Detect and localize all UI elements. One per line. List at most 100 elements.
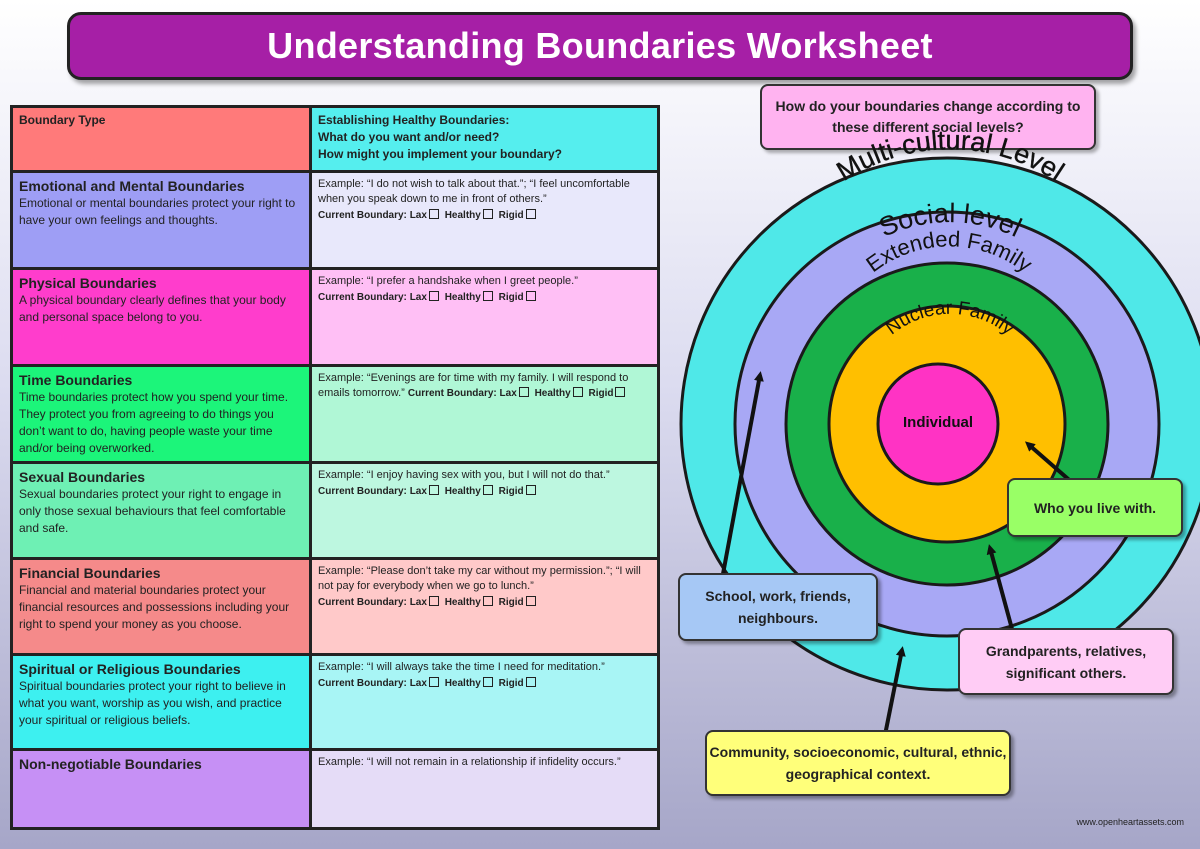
row-example: Example: “I will always take the time I … <box>318 661 605 673</box>
boundary-type-cell: Physical Boundaries A physical boundary … <box>10 267 312 367</box>
option-rigid-label: Rigid <box>498 486 524 497</box>
row-example: Example: “I enjoy having sex with you, b… <box>318 469 610 481</box>
table-row: Sexual Boundaries Sexual boundaries prot… <box>10 461 660 560</box>
current-boundary-label: Current Boundary: <box>318 678 407 689</box>
example-cell[interactable]: Example: “Evenings are for time with my … <box>309 364 660 464</box>
table-row: Time Boundaries Time boundaries protect … <box>10 364 660 464</box>
table-row: Spiritual or Religious Boundaries Spirit… <box>10 653 660 751</box>
row-description: Spiritual boundaries protect your right … <box>19 679 286 727</box>
boundary-type-cell: Sexual Boundaries Sexual boundaries prot… <box>10 461 312 560</box>
current-boundary-label: Current Boundary: <box>318 210 407 221</box>
page-title: Understanding Boundaries Worksheet <box>267 25 933 66</box>
option-lax-label: Lax <box>409 597 427 608</box>
row-description: A physical boundary clearly defines that… <box>19 293 286 324</box>
row-example: Example: “I do not wish to talk about th… <box>318 178 630 205</box>
current-boundary: Current Boundary: Lax Healthy Rigid <box>318 594 651 611</box>
current-boundary-label: Current Boundary: <box>318 486 407 497</box>
current-boundary: Current Boundary: Lax Healthy Rigid <box>318 483 651 500</box>
callout-community: Community, socioeconomic, cultural, ethn… <box>705 730 1011 796</box>
boundary-type-cell: Financial Boundaries Financial and mater… <box>10 557 312 656</box>
row-title: Sexual Boundaries <box>19 469 146 485</box>
row-title: Spiritual or Religious Boundaries <box>19 661 241 677</box>
arrow-school <box>718 371 764 591</box>
rigid-checkbox[interactable] <box>615 387 626 397</box>
row-description: Time boundaries protect how you spend yo… <box>19 390 289 455</box>
arrow-grandparents <box>986 544 1017 641</box>
option-lax-label: Lax <box>409 486 427 497</box>
arrow-community <box>883 646 906 736</box>
row-example: Example: “Please don’t take my car witho… <box>318 565 641 592</box>
boundary-type-cell: Emotional and Mental Boundaries Emotiona… <box>10 170 312 270</box>
rigid-checkbox[interactable] <box>525 209 536 219</box>
header-boundary-type: Boundary Type <box>10 105 312 173</box>
row-title: Non-negotiable Boundaries <box>19 756 202 772</box>
example-cell[interactable]: Example: “I will not remain in a relatio… <box>309 748 660 830</box>
option-healthy-label: Healthy <box>444 678 481 689</box>
row-example: Example: “Evenings are for time with my … <box>318 371 651 401</box>
row-example: Example: “I prefer a handshake when I gr… <box>318 275 578 287</box>
callout-who-live: Who you live with. <box>1007 478 1183 537</box>
option-healthy-label: Healthy <box>444 210 481 221</box>
boundary-type-cell: Time Boundaries Time boundaries protect … <box>10 364 312 464</box>
healthy-checkbox[interactable] <box>482 209 493 219</box>
current-boundary: Current Boundary: Lax Healthy Rigid <box>318 289 651 306</box>
row-example-text: Example: “Evenings are for time with my … <box>318 372 629 399</box>
example-cell[interactable]: Example: “I will always take the time I … <box>309 653 660 751</box>
label-individual: Individual <box>903 414 973 431</box>
header-line-2: What do you want and/or need? <box>318 130 500 144</box>
row-description: Emotional or mental boundaries protect y… <box>19 196 296 227</box>
example-cell[interactable]: Example: “I prefer a handshake when I gr… <box>309 267 660 367</box>
rigid-checkbox[interactable] <box>525 677 536 687</box>
current-boundary: Current Boundary: Lax Healthy Rigid <box>318 207 651 224</box>
option-lax-label: Lax <box>409 292 427 303</box>
option-rigid-label: Rigid <box>498 597 524 608</box>
question-box: How do your boundaries change according … <box>760 84 1096 150</box>
rigid-checkbox[interactable] <box>525 596 536 606</box>
table-row: Financial Boundaries Financial and mater… <box>10 557 660 656</box>
rigid-checkbox[interactable] <box>525 485 536 495</box>
current-boundary: Current Boundary: Lax Healthy Rigid <box>408 387 629 399</box>
current-boundary-label: Current Boundary: <box>318 292 407 303</box>
healthy-checkbox[interactable] <box>482 485 493 495</box>
healthy-checkbox[interactable] <box>482 596 493 606</box>
title-bar: Understanding Boundaries Worksheet <box>67 12 1133 80</box>
lax-checkbox[interactable] <box>518 387 529 397</box>
table-row: Emotional and Mental Boundaries Emotiona… <box>10 170 660 270</box>
callout-grandparents: Grandparents, relatives, significant oth… <box>958 628 1174 695</box>
row-description: Financial and material boundaries protec… <box>19 583 290 631</box>
table-row: Physical Boundaries A physical boundary … <box>10 267 660 367</box>
healthy-checkbox[interactable] <box>482 677 493 687</box>
lax-checkbox[interactable] <box>428 596 439 606</box>
option-healthy-label: Healthy <box>444 486 481 497</box>
header-establishing: Establishing Healthy Boundaries: What do… <box>309 105 660 173</box>
ring-individual <box>876 362 1000 486</box>
row-title: Emotional and Mental Boundaries <box>19 178 245 194</box>
header-line-3: How might you implement your boundary? <box>318 147 563 161</box>
lax-checkbox[interactable] <box>428 677 439 687</box>
option-healthy-label: Healthy <box>444 597 481 608</box>
row-title: Financial Boundaries <box>19 565 161 581</box>
rigid-checkbox[interactable] <box>525 291 536 301</box>
option-lax-label: Lax <box>409 210 427 221</box>
option-rigid-label: Rigid <box>498 210 524 221</box>
healthy-checkbox[interactable] <box>482 291 493 301</box>
option-rigid-label: Rigid <box>498 292 524 303</box>
row-description: Sexual boundaries protect your right to … <box>19 487 286 535</box>
current-boundary-label: Current Boundary: <box>318 597 407 608</box>
boundary-type-cell: Non-negotiable Boundaries <box>10 748 312 830</box>
healthy-checkbox[interactable] <box>572 387 583 397</box>
example-cell[interactable]: Example: “Please don’t take my car witho… <box>309 557 660 656</box>
table-row: Non-negotiable Boundaries Example: “I wi… <box>10 748 660 830</box>
lax-checkbox[interactable] <box>428 291 439 301</box>
current-boundary: Current Boundary: Lax Healthy Rigid <box>318 675 651 692</box>
lax-checkbox[interactable] <box>428 485 439 495</box>
table-header-row: Boundary Type Establishing Healthy Bound… <box>10 105 660 173</box>
boundary-type-cell: Spiritual or Religious Boundaries Spirit… <box>10 653 312 751</box>
example-cell[interactable]: Example: “I enjoy having sex with you, b… <box>309 461 660 560</box>
website-footer: www.openheartassets.com <box>1076 817 1184 827</box>
header-line-1: Establishing Healthy Boundaries: <box>318 113 510 127</box>
callout-school: School, work, friends, neighbours. <box>678 573 878 641</box>
example-cell[interactable]: Example: “I do not wish to talk about th… <box>309 170 660 270</box>
lax-checkbox[interactable] <box>428 209 439 219</box>
